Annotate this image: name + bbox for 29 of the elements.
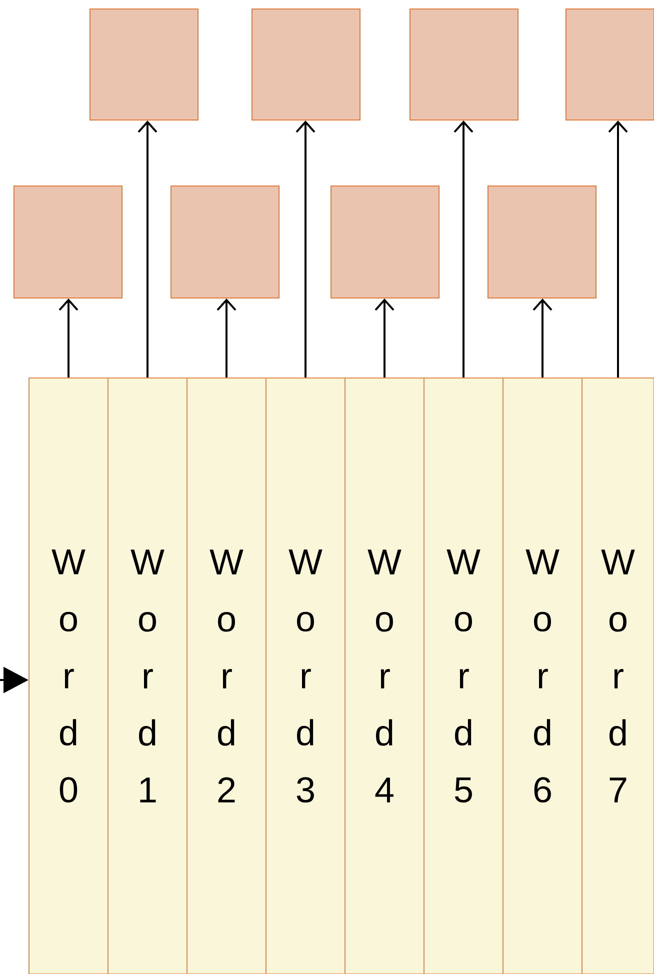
node-label: Word5: [446, 549, 480, 803]
word-column: Word6: [502, 378, 582, 974]
arrow: [138, 120, 158, 378]
node-label: Word0: [52, 549, 86, 803]
word-column: Word1: [108, 378, 188, 974]
node-label: Word6: [526, 549, 560, 803]
arrow: [532, 298, 552, 378]
output-box: [90, 8, 198, 120]
arrow: [454, 120, 474, 378]
node-label: Word2: [210, 550, 244, 802]
node-label: Word3: [288, 549, 322, 803]
word-column: Word3: [266, 378, 346, 974]
output-box: [566, 8, 654, 120]
word-column: Word5: [424, 378, 504, 974]
arrow: [216, 298, 236, 378]
word-column: Word2: [186, 378, 266, 974]
output-box: [488, 186, 596, 298]
output-box: [410, 8, 518, 120]
arrow: [296, 120, 316, 378]
output-box: [14, 186, 122, 298]
output-box: [252, 8, 360, 120]
output-box: [330, 186, 440, 298]
output-box: [170, 186, 280, 298]
arrow: [374, 298, 394, 378]
word-column: Word7: [582, 378, 654, 974]
word-column: Word0: [28, 378, 108, 974]
arrow: [58, 298, 78, 378]
arrow: [608, 120, 628, 378]
word-column: Word4: [344, 378, 424, 974]
